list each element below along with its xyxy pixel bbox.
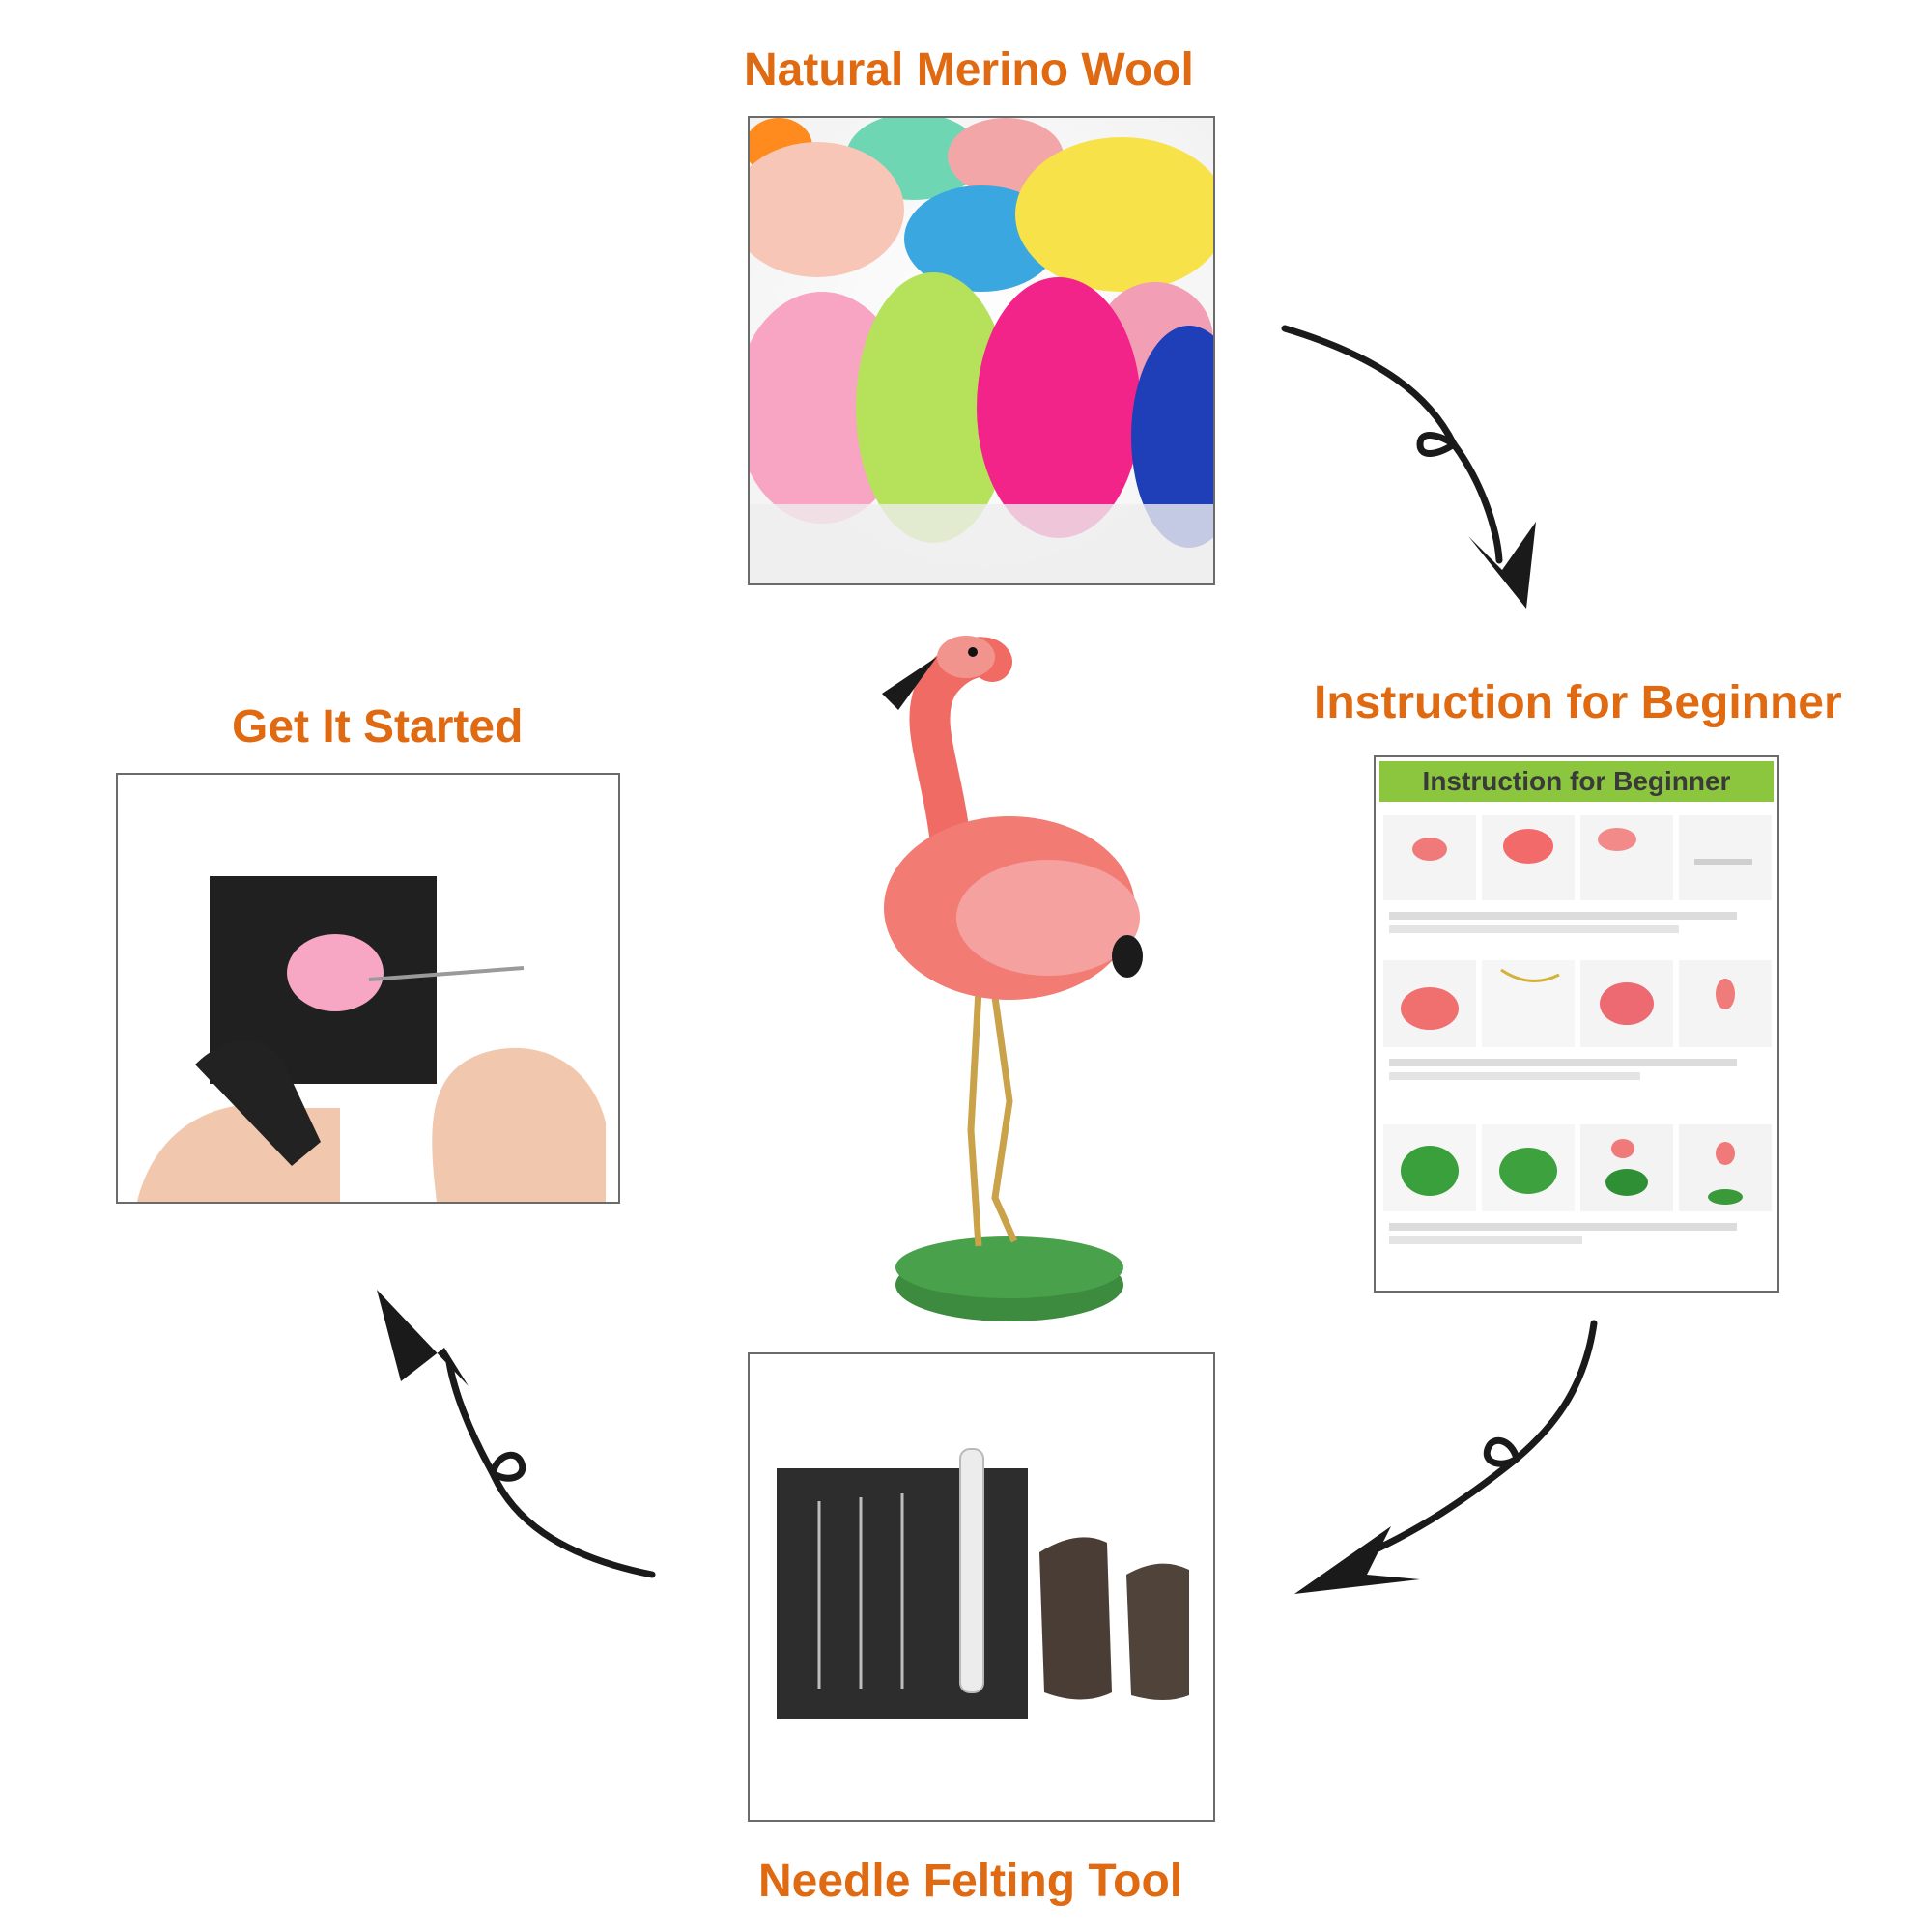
- manual-header: Instruction for Beginner: [1379, 761, 1774, 802]
- start-image: [116, 773, 620, 1204]
- wool-image: [748, 116, 1215, 585]
- label-start: Get It Started: [232, 701, 524, 753]
- curved-arrow-icon: [1281, 325, 1536, 609]
- curved-arrow-icon: [1294, 1320, 1598, 1594]
- label-instruction: Instruction for Beginner: [1314, 677, 1842, 728]
- label-tools: Needle Felting Tool: [758, 1856, 1183, 1907]
- instruction-image: Instruction for Beginner: [1374, 755, 1779, 1293]
- tools-image: [748, 1352, 1215, 1822]
- curved-arrow-icon: [377, 1290, 656, 1578]
- label-wool: Natural Merino Wool: [744, 44, 1194, 96]
- flamingo-figure: [826, 618, 1193, 1323]
